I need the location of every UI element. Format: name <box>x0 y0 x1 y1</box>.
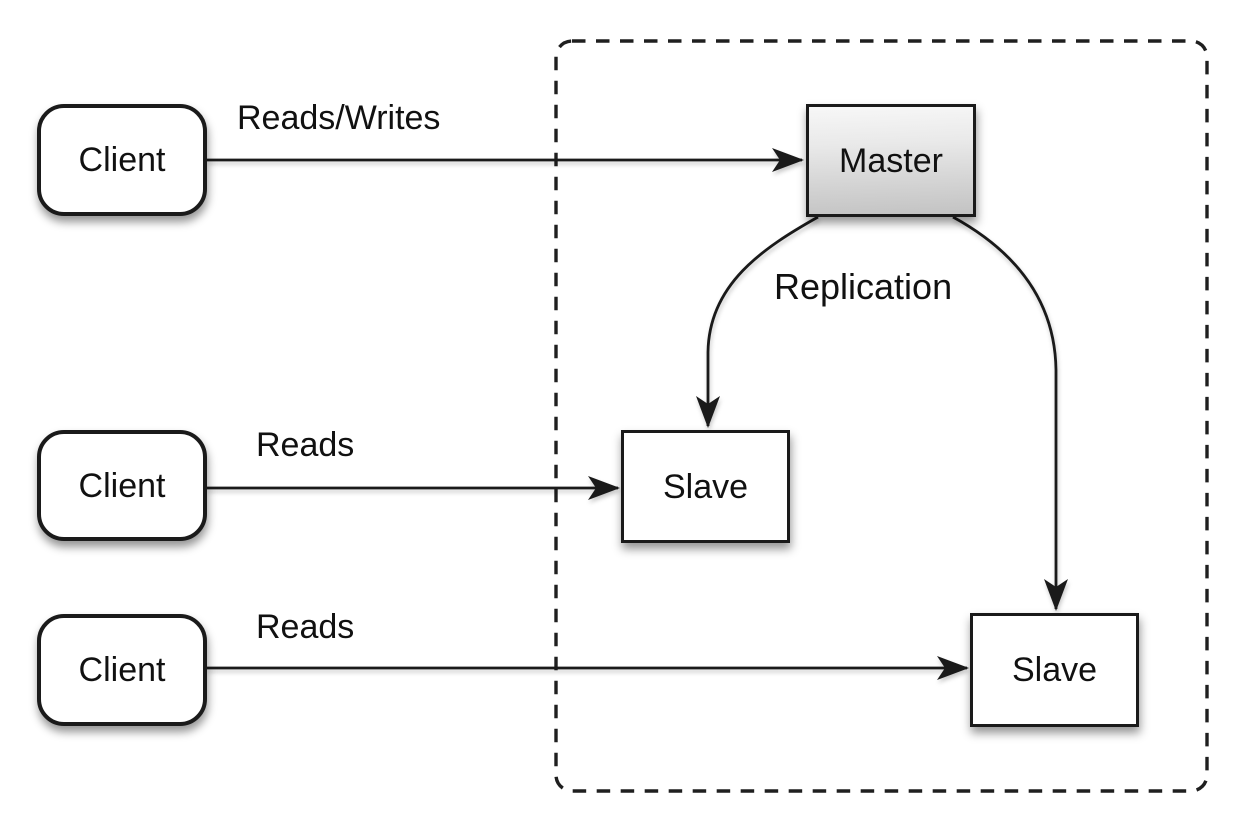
node-client-top: Client <box>37 104 207 216</box>
node-slave-middle: Slave <box>621 430 790 543</box>
node-master: Master <box>806 104 976 217</box>
arrow-master-to-slave-bottom <box>952 215 1068 611</box>
edge-label-replication: Replication <box>774 266 953 307</box>
node-client-top-label: Client <box>78 141 166 179</box>
node-master-label: Master <box>839 141 943 180</box>
edge-label-reads-middle: Reads <box>256 426 355 464</box>
node-slave-middle-label: Slave <box>662 467 749 506</box>
edge-label-reads-writes: Reads/Writes <box>237 99 441 137</box>
node-client-middle-label: Client <box>78 466 166 505</box>
arrow-master-to-slave-middle <box>696 215 819 428</box>
edge-label-reads-bottom: Reads <box>256 608 355 646</box>
node-client-bottom: Client <box>37 614 207 726</box>
node-client-bottom-label: Client <box>78 651 166 689</box>
node-client-middle: Client <box>37 430 207 541</box>
node-slave-bottom-label: Slave <box>1011 651 1098 689</box>
node-slave-bottom: Slave <box>970 613 1139 727</box>
